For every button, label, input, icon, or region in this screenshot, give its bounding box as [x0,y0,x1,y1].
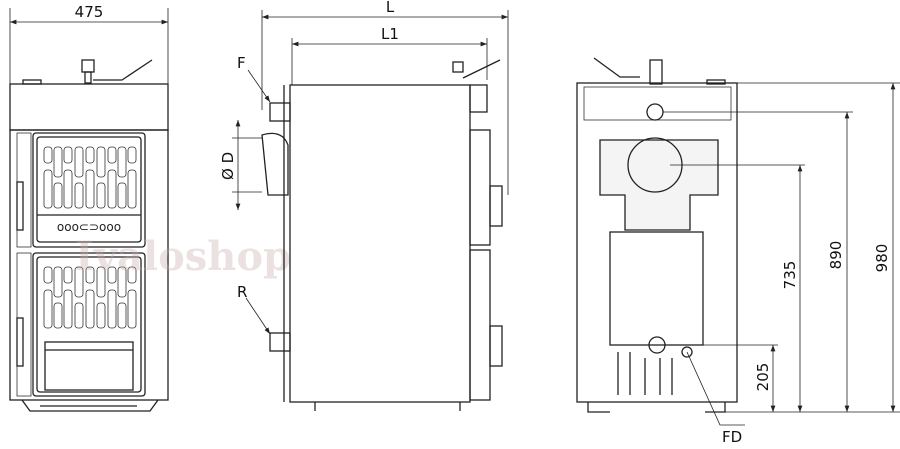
thermometer-icon [81,59,95,73]
return-pipe [269,332,291,352]
flue-outlet [261,132,289,196]
boiler-body [9,129,169,401]
air-vent-icon: ooo⊂⊃ooo [57,220,121,234]
rear-panel [609,231,704,346]
rear-view: 980 890 735 205 FD [576,57,900,446]
length-label: L [386,0,395,16]
flow-connection [646,103,664,121]
side-body [289,84,471,403]
side-view: L L1 F Ø D R [219,0,509,411]
height-890-label: 890 [827,241,845,270]
upper-door[interactable] [32,132,146,248]
height-205-label: 205 [754,363,772,392]
lower-door-side [469,249,491,401]
watermark: Ivaloshop [75,233,291,280]
diameter-label: Ø D [219,152,237,180]
return-label: R [237,283,247,301]
flow-label: F [237,54,246,72]
rear-casting [599,139,719,231]
front-view: 475 ooo⊂⊃ooo [9,3,169,412]
flow-pipe [269,102,291,122]
door-handle[interactable] [16,181,24,231]
rear-body [576,82,738,403]
height-735-label: 735 [781,261,799,290]
drain-connection [681,346,693,358]
drain-label: FD [722,428,742,446]
upper-door-side [469,129,491,246]
length1-label: L1 [381,25,399,43]
width-dimension-label: 475 [75,3,104,21]
door-handle[interactable] [16,317,24,367]
top-panel [9,83,169,131]
lower-door[interactable] [32,252,146,397]
ash-door[interactable] [44,341,134,391]
height-980-label: 980 [873,244,891,273]
